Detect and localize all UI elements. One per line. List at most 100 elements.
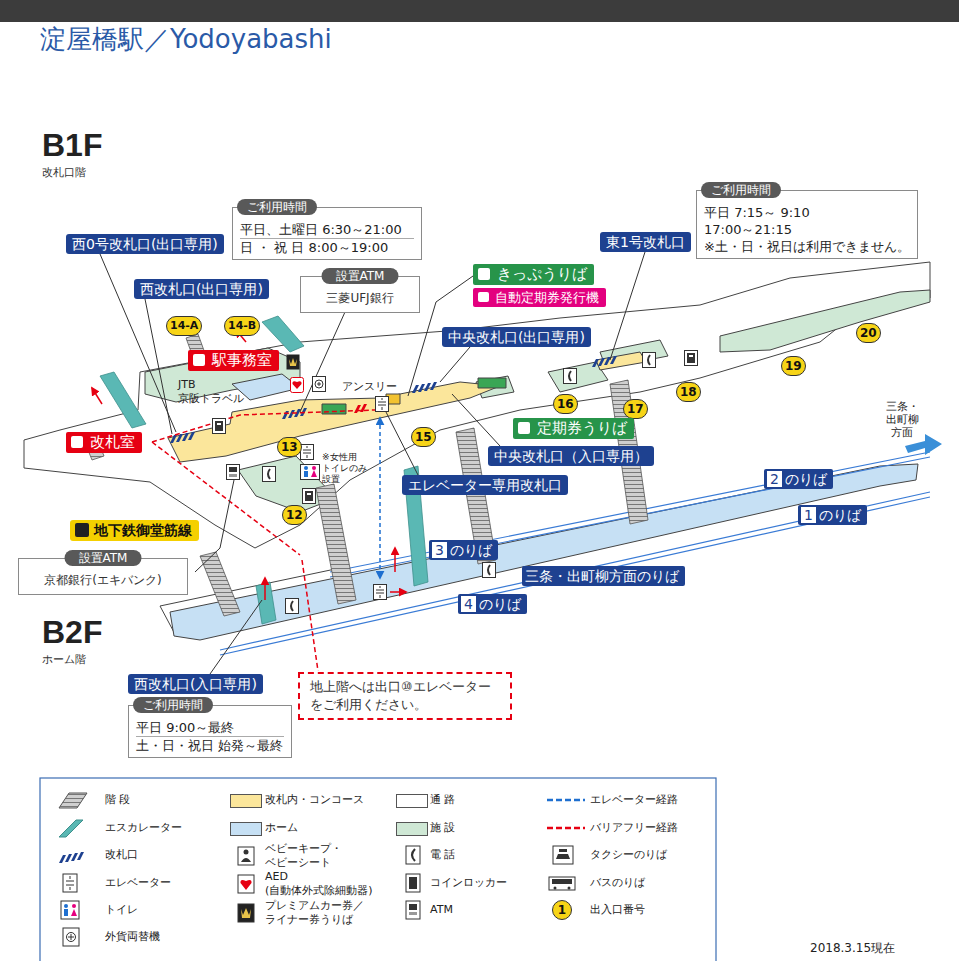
office-label: 改札室 (66, 432, 142, 453)
legend-icon (238, 875, 254, 893)
legend-text: エスカレーター (105, 821, 237, 835)
legend-icon (554, 887, 557, 890)
legend-icon (238, 847, 254, 865)
gate-label: 中央改札口(出口専用) (442, 327, 591, 347)
label-text: エレベーター専用改札口 (408, 476, 562, 494)
legend-icon (67, 933, 76, 942)
label-text: 中央改札口(出口専用) (448, 328, 585, 346)
ticket-gate (354, 404, 367, 413)
legend-icon (545, 845, 587, 866)
legend-icon (61, 901, 79, 919)
legend-icon (406, 846, 420, 864)
facility-icon (483, 563, 496, 578)
legend-icon (61, 901, 79, 919)
legend-icon (545, 818, 587, 839)
legend-icon (71, 909, 77, 916)
hours-box: ご利用時間平日 7:15～ 9:1017:00～21:15※土・日・祝日は利用で… (696, 190, 918, 259)
legend-text: 施 設 (430, 821, 562, 835)
label-text: きっぷうりば (497, 265, 587, 284)
legend-text: 通 路 (430, 793, 562, 807)
route-arrow (394, 548, 396, 572)
label-text: 地下鉄御堂筋線 (94, 521, 192, 540)
gate-label: エレベーター専用改札口 (402, 475, 568, 495)
legend-icon (63, 928, 79, 946)
box-row: 平日、土曜日 6:30～21:00 (240, 221, 414, 238)
box-row: 土・日・祝日 始発～最終 (136, 736, 284, 754)
label-text: 4のりば (461, 595, 521, 613)
legend-icon (547, 800, 585, 801)
legend-icon (55, 845, 97, 866)
legend-icon (549, 877, 575, 890)
legend-icon (553, 846, 573, 864)
legend-icon (59, 793, 87, 808)
facility-icon (643, 353, 656, 368)
legend-icon (72, 904, 76, 908)
exit-number: 20 (856, 323, 881, 343)
label-text: 西0号改札口(出口専用) (72, 235, 218, 253)
legend-text: ベビーキープ・ ベビーシート (265, 842, 397, 870)
ticket-counter-label: 定期券うりば (513, 418, 634, 439)
facility-icon (303, 489, 316, 504)
facility-icon (286, 599, 299, 614)
rail-track (220, 452, 930, 655)
legend-icon (55, 818, 97, 839)
box-row: ※土・日・祝日は利用できません。 (704, 238, 910, 255)
legend-text: コインロッカー (430, 876, 562, 890)
legend-icon (406, 901, 420, 919)
label-text: 三条・出町柳方面のりば (525, 567, 679, 585)
legend-icon (238, 875, 254, 893)
floor-name: B1F (42, 128, 102, 162)
page-title: 淀屋橋駅／Yodoyabashi (40, 22, 332, 57)
box-row: 京都銀行(エキバンク) (29, 572, 177, 588)
exit-number: 16 (553, 394, 578, 414)
legend-icon (241, 908, 251, 918)
label-text: 自動定期券発行機 (495, 289, 599, 306)
legend-text: バスのりば (590, 876, 722, 890)
legend-icon (66, 876, 74, 890)
legend-text: 改札口 (105, 848, 237, 862)
legend-icon (244, 850, 249, 855)
date-stamp: 2018.3.15現在 (810, 940, 895, 957)
legend-icon (59, 793, 87, 808)
box-heading: ご利用時間 (701, 182, 781, 198)
legend-icon (545, 873, 587, 894)
legend-icon (59, 852, 84, 863)
platform-label: 三条・出町柳方面のりば (522, 566, 685, 586)
exit-number: 13 (277, 437, 302, 457)
facility-icon (301, 465, 320, 480)
legend-icon (59, 852, 84, 863)
route-arrow (264, 578, 266, 600)
label-text: 3のりば (432, 541, 492, 559)
gate-label: 西改札口(入口専用) (128, 674, 263, 694)
legend-icon (55, 927, 97, 948)
facility-icon (564, 369, 577, 384)
exit-number: 15 (411, 427, 436, 447)
exit-number: 14-B (224, 316, 260, 336)
office-label: 駅事務室 (188, 350, 279, 371)
legend-text: タクシーのりば (590, 848, 722, 862)
atm-box: 設置ATM京都銀行(エキバンク) (18, 558, 188, 595)
b1-floor (478, 378, 506, 388)
label-text: 2のりば (767, 470, 827, 488)
escalator (256, 582, 276, 624)
facility-icon (227, 465, 240, 480)
leader-line (610, 252, 645, 360)
legend-text: 出入口番号 (590, 903, 722, 917)
leader-line (440, 347, 470, 382)
b1-floor (476, 376, 514, 398)
legend-icon (409, 877, 417, 889)
label-text: 1のりば (801, 506, 861, 524)
place-name: アンスリー (342, 380, 397, 394)
label-text: 西改札口(入口専用) (134, 675, 257, 693)
legend-icon (545, 790, 587, 811)
legend-icon (547, 828, 585, 829)
legend-text: エレベーター経路 (590, 793, 722, 807)
exit-number: 19 (781, 356, 806, 376)
exit-number: 18 (676, 382, 701, 402)
box-heading: ご利用時間 (237, 199, 317, 215)
escalator (100, 372, 146, 428)
facility-icon (376, 397, 389, 412)
facility-icon (685, 351, 698, 366)
legend-icon (409, 912, 417, 915)
floor-caption: 改札口階 (42, 165, 86, 180)
